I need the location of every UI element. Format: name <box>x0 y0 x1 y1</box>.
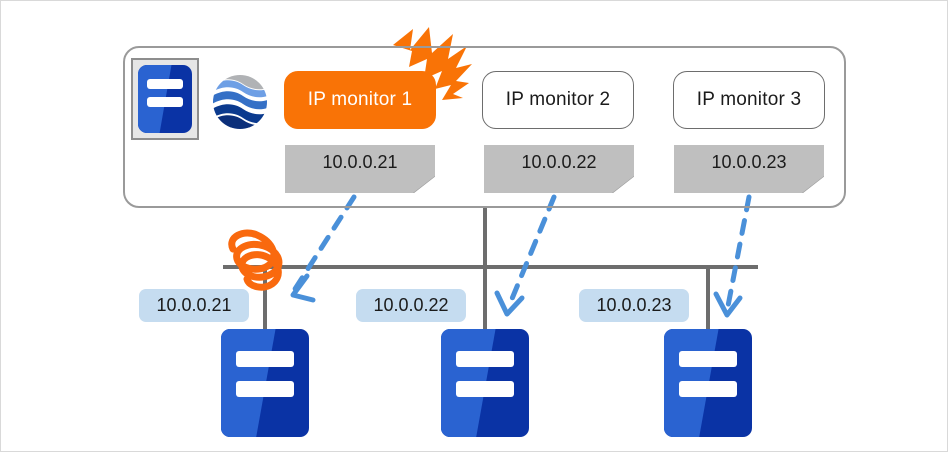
monitor-pill-2-label: IP monitor 2 <box>505 89 611 110</box>
node-server-1-bar-bottom <box>236 381 294 397</box>
monitor-note-2-ip: 10.0.0.22 <box>521 152 597 172</box>
monitor-note-3: 10.0.0.23 <box>674 145 824 193</box>
manager-server-icon <box>131 58 199 140</box>
monitor-pill-3[interactable]: IP monitor 3 <box>673 71 825 129</box>
node-server-2-bar-top <box>456 351 514 367</box>
node-ip-chip-3: 10.0.0.23 <box>579 289 689 322</box>
manager-container <box>123 46 846 208</box>
burst-alert-icon <box>393 27 472 100</box>
node-server-2-bar-bottom <box>456 381 514 397</box>
manager-server-bar-bottom <box>147 97 183 107</box>
monitor-pill-2[interactable]: IP monitor 2 <box>482 71 634 129</box>
node-server-3-bar-top <box>679 351 737 367</box>
assignment-arrow-3 <box>725 194 752 309</box>
burst-shape <box>393 27 472 100</box>
node-server-1-body <box>221 329 309 437</box>
node-server-1-bar-top <box>236 351 294 367</box>
node-server-icon-1 <box>221 329 309 437</box>
node-ip-chip-2-label: 10.0.0.22 <box>373 295 449 315</box>
manager-server-body <box>138 65 192 133</box>
node-ip-chip-3-label: 10.0.0.23 <box>596 295 672 315</box>
arrowhead-3 <box>713 291 743 318</box>
monitor-note-3-ip: 10.0.0.23 <box>711 152 787 172</box>
node-server-3-bar-bottom <box>679 381 737 397</box>
node-ip-chip-1: 10.0.0.21 <box>139 289 249 322</box>
scribble-path <box>228 229 283 291</box>
node-server-icon-3 <box>664 329 752 437</box>
assignment-arrow-1 <box>292 194 357 292</box>
monitor-assignment-arrows <box>292 194 752 309</box>
fault-scribble-icon <box>228 229 283 291</box>
arrowhead-1 <box>290 273 316 303</box>
node-ip-chip-2: 10.0.0.22 <box>356 289 466 322</box>
node-ip-chip-1-label: 10.0.0.21 <box>156 295 232 315</box>
arrowhead-2 <box>494 290 525 317</box>
assignment-arrow-2 <box>506 194 557 309</box>
node-server-2-body <box>441 329 529 437</box>
globe-icon <box>213 75 267 129</box>
monitor-note-2: 10.0.0.22 <box>484 145 634 193</box>
monitor-pill-1-label: IP monitor 1 <box>307 89 413 110</box>
monitor-assignment-arrowheads <box>290 273 743 318</box>
node-server-3-body <box>664 329 752 437</box>
monitor-pill-1[interactable]: IP monitor 1 <box>284 71 436 129</box>
monitor-pill-3-label: IP monitor 3 <box>696 89 802 110</box>
node-server-icon-2 <box>441 329 529 437</box>
manager-server-bar-top <box>147 79 183 89</box>
monitor-note-1: 10.0.0.21 <box>285 145 435 193</box>
monitor-note-1-ip: 10.0.0.21 <box>322 152 398 172</box>
